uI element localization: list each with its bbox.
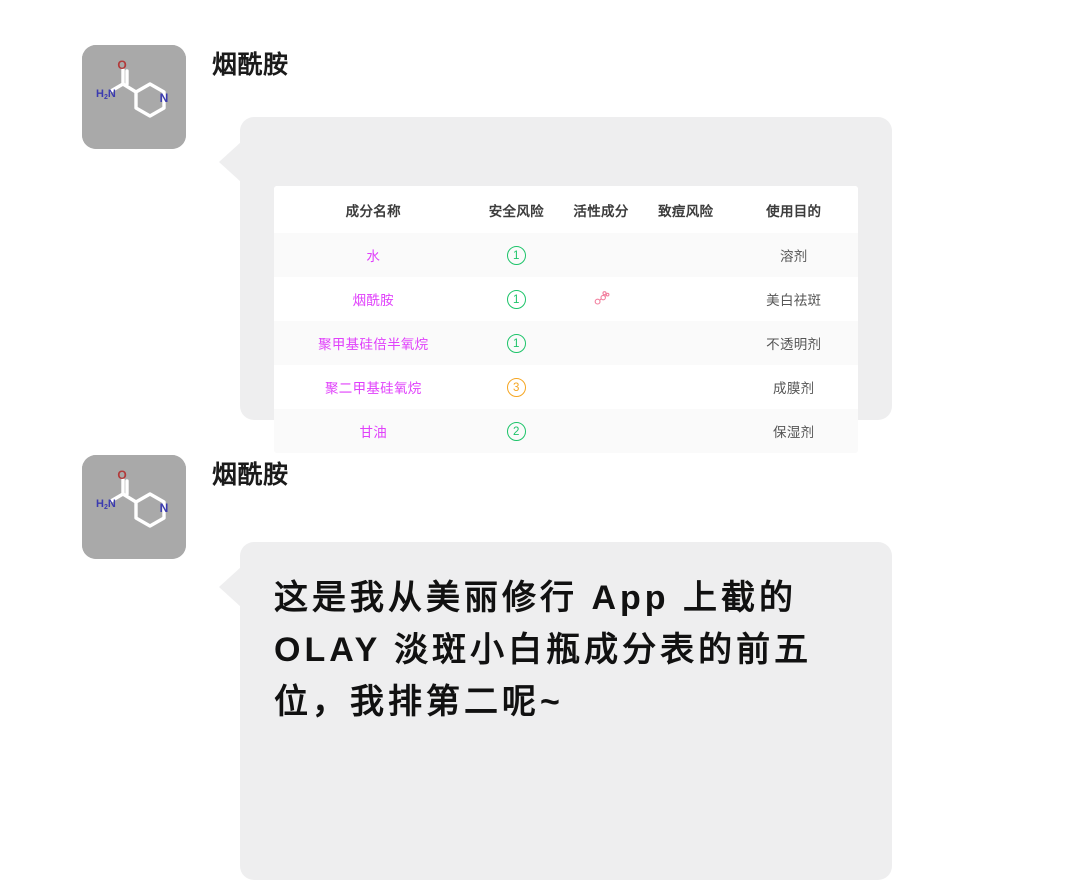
ingredient-name-label: 水 (366, 249, 381, 264)
cell-acne-risk (641, 277, 730, 321)
purpose-label: 不透明剂 (766, 337, 822, 352)
ring-nitrogen-label: N (160, 91, 169, 105)
table-row[interactable]: 聚甲基硅倍半氧烷 1 不透明剂 (274, 321, 858, 365)
cell-safety-risk: 3 (472, 365, 561, 409)
avatar[interactable]: O N H2N (82, 45, 186, 149)
safety-risk-badge: 1 (506, 333, 526, 353)
cell-safety-risk: 1 (472, 233, 561, 277)
ingredient-table: 成分名称 安全风险 活性成分 致痘风险 使用目的 水 1 (274, 186, 858, 453)
purpose-label: 保湿剂 (773, 425, 815, 440)
cell-ingredient-name: 聚甲基硅倍半氧烷 (274, 321, 473, 365)
sender-name: 烟酰胺 (212, 461, 289, 489)
cell-ingredient-name: 甘油 (274, 409, 473, 453)
cell-active-ingredient (560, 277, 642, 321)
column-header-active-ingredient: 活性成分 (560, 186, 642, 233)
cell-ingredient-name: 聚二甲基硅氧烷 (274, 365, 473, 409)
message-bubble-text: 这是我从美丽修行 App 上截的 OLAY 淡斑小白瓶成分表的前五位，我排第二呢… (240, 542, 892, 880)
cell-safety-risk: 1 (472, 321, 561, 365)
column-header-safety-risk: 安全风险 (472, 186, 561, 233)
purpose-label: 成膜剂 (773, 381, 815, 396)
cell-acne-risk (641, 409, 730, 453)
safety-risk-badge: 2 (506, 421, 526, 441)
message-bubble-table: 成分名称 安全风险 活性成分 致痘风险 使用目的 水 1 (240, 117, 892, 453)
cell-active-ingredient (560, 409, 642, 453)
ingredient-name-label: 甘油 (359, 425, 388, 440)
safety-risk-badge: 1 (506, 289, 526, 309)
cell-purpose: 不透明剂 (729, 321, 858, 365)
active-ingredient-molecule-icon (591, 289, 611, 309)
niacinamide-molecule-icon: O N H2N (82, 45, 186, 149)
message-text: 这是我从美丽修行 App 上截的 OLAY 淡斑小白瓶成分表的前五位，我排第二呢… (274, 579, 813, 721)
cell-acne-risk (641, 233, 730, 277)
avatar[interactable]: O N H2N (82, 455, 186, 559)
cell-active-ingredient (560, 321, 642, 365)
cell-safety-risk: 2 (472, 409, 561, 453)
cell-purpose: 美白祛斑 (729, 277, 858, 321)
purpose-label: 溶剂 (779, 249, 808, 264)
cell-acne-risk (641, 321, 730, 365)
amine-label: H2N (96, 498, 116, 511)
table-row[interactable]: 水 1 溶剂 (274, 233, 858, 277)
table-row[interactable]: 甘油 2 保湿剂 (274, 409, 858, 453)
oxygen-label: O (117, 468, 126, 482)
table-row[interactable]: 聚二甲基硅氧烷 3 成膜剂 (274, 365, 858, 409)
cell-purpose: 保湿剂 (729, 409, 858, 453)
table-row[interactable]: 烟酰胺 1 (274, 277, 858, 321)
safety-risk-badge: 3 (506, 377, 526, 397)
bubble-tail (219, 142, 241, 182)
cell-active-ingredient (560, 233, 642, 277)
amine-label: H2N (96, 88, 116, 101)
column-header-name: 成分名称 (274, 186, 473, 233)
cell-active-ingredient (560, 365, 642, 409)
bubble-tail (219, 567, 241, 607)
ring-nitrogen-label: N (160, 501, 169, 515)
oxygen-label: O (117, 58, 126, 72)
chat-conversation: O N H2N 烟酰胺 成分名称 安全风险 活性成分 致痘风险 使用目的 (82, 45, 892, 880)
ingredient-name-label: 聚二甲基硅氧烷 (324, 381, 422, 396)
niacinamide-molecule-icon: O N H2N (82, 455, 186, 559)
column-header-purpose: 使用目的 (729, 186, 858, 233)
cell-safety-risk: 1 (472, 277, 561, 321)
table-header-row: 成分名称 安全风险 活性成分 致痘风险 使用目的 (274, 186, 858, 233)
ingredient-table-card: 成分名称 安全风险 活性成分 致痘风险 使用目的 水 1 (274, 186, 858, 453)
cell-ingredient-name: 烟酰胺 (274, 277, 473, 321)
cell-acne-risk (641, 365, 730, 409)
cell-purpose: 溶剂 (729, 233, 858, 277)
ingredient-name-label: 烟酰胺 (352, 293, 394, 308)
cell-purpose: 成膜剂 (729, 365, 858, 409)
sender-name: 烟酰胺 (212, 51, 289, 79)
safety-risk-badge: 1 (506, 245, 526, 265)
ingredient-name-label: 聚甲基硅倍半氧烷 (318, 337, 429, 352)
purpose-label: 美白祛斑 (766, 293, 822, 308)
cell-ingredient-name: 水 (274, 233, 473, 277)
column-header-acne-risk: 致痘风险 (641, 186, 730, 233)
